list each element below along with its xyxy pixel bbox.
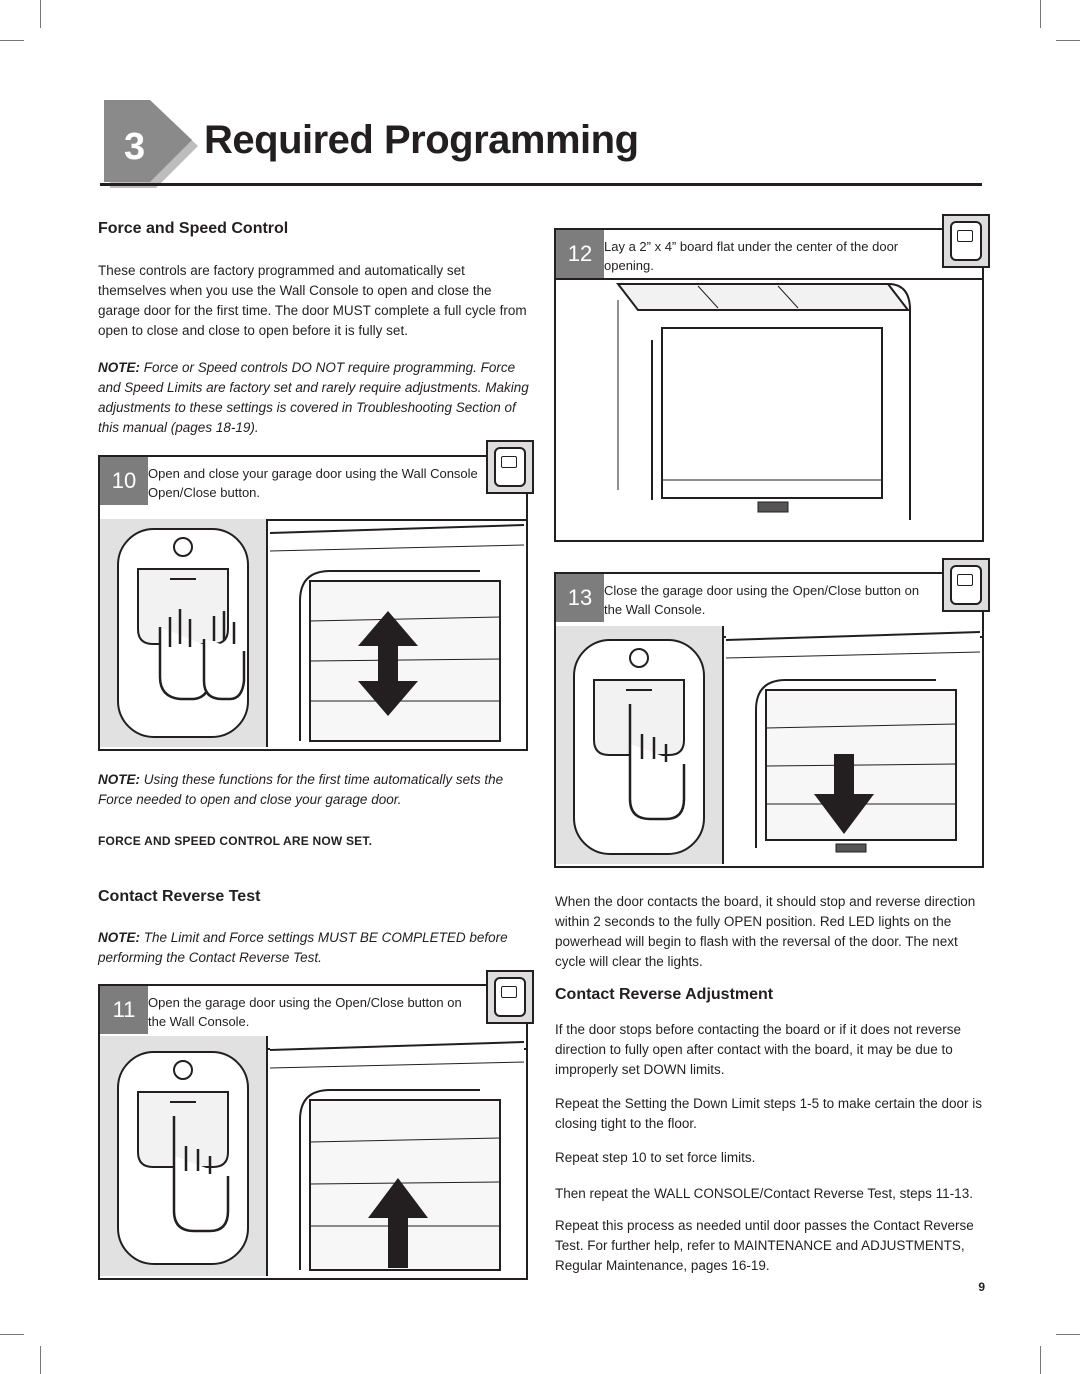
crop-mark <box>1056 40 1080 41</box>
step-header: 10 Open and close your garage door using… <box>100 457 526 521</box>
garage-door-illustration <box>726 628 980 862</box>
step-13-box: 13 Close the garage door using the Open/… <box>554 572 984 868</box>
adjustment-paragraph: If the door stops before contacting the … <box>555 1022 961 1077</box>
step-number: 13 <box>556 574 604 622</box>
step-text: Lay a 2” x 4” board flat under the cente… <box>604 239 899 273</box>
step-text: Open and close your garage door using th… <box>148 466 478 500</box>
note-label: NOTE: <box>98 772 140 787</box>
note-text: Using these functions for the first time… <box>98 772 504 807</box>
force-speed-note-2: NOTE: Using these functions for the firs… <box>98 770 534 810</box>
note-label: NOTE: <box>98 930 140 945</box>
note-text: Force or Speed controls DO NOT require p… <box>98 360 529 435</box>
force-speed-intro: These controls are factory programmed an… <box>98 263 527 338</box>
step-number: 10 <box>100 457 148 505</box>
page-title: Required Programming <box>204 118 639 162</box>
console-tile-icon <box>486 970 534 1024</box>
contact-reverse-heading: Contact Reverse Test <box>98 888 261 905</box>
title-rule <box>100 183 982 186</box>
note-text: The Limit and Force settings MUST BE COM… <box>98 930 508 965</box>
contact-reverse-result: When the door contacts the board, it sho… <box>555 894 976 969</box>
note-label: NOTE: <box>98 360 140 375</box>
step-11-box: 11 Open the garage door using the Open/C… <box>98 984 528 1280</box>
adjustment-paragraph: Repeat the Setting the Down Limit steps … <box>555 1096 982 1131</box>
adjustment-heading: Contact Reverse Adjustment <box>555 986 774 1003</box>
console-tile-icon <box>486 440 534 494</box>
console-tile-icon <box>942 214 990 268</box>
console-panel <box>100 1036 268 1276</box>
garage-board-illustration <box>558 280 980 538</box>
chapter-number: 3 <box>124 126 146 168</box>
crop-mark <box>1040 0 1041 28</box>
garage-door-illustration <box>270 521 524 745</box>
wall-console-icon <box>117 528 249 738</box>
crop-mark <box>1056 1334 1080 1335</box>
wall-console-icon <box>573 639 705 855</box>
console-panel <box>556 626 724 864</box>
contact-reverse-note: NOTE: The Limit and Force settings MUST … <box>98 928 534 968</box>
console-tile-icon <box>942 558 990 612</box>
force-speed-heading: Force and Speed Control <box>98 220 289 237</box>
step-12-box: 12 Lay a 2” x 4” board flat under the ce… <box>554 228 984 542</box>
crop-mark <box>1040 1346 1041 1374</box>
force-speed-note: NOTE: Force or Speed controls DO NOT req… <box>98 358 534 438</box>
chapter-arrow-icon <box>104 100 198 188</box>
adjustment-paragraph: Repeat this process as needed until door… <box>555 1218 974 1273</box>
crop-mark <box>40 0 41 28</box>
crop-mark <box>0 40 24 41</box>
step-text: Close the garage door using the Open/Clo… <box>604 583 920 617</box>
wall-console-icon <box>117 1051 249 1265</box>
force-speed-set-notice: FORCE AND SPEED CONTROL ARE NOW SET. <box>98 834 373 848</box>
adjustment-paragraph: Then repeat the WALL CONSOLE/Contact Rev… <box>555 1186 973 1201</box>
step-number: 11 <box>100 986 148 1034</box>
adjustment-paragraph: Repeat step 10 to set force limits. <box>555 1150 756 1165</box>
page-number: 9 <box>978 1280 985 1294</box>
console-panel <box>100 519 268 747</box>
crop-mark <box>40 1346 41 1374</box>
step-header: 12 Lay a 2” x 4” board flat under the ce… <box>556 230 982 280</box>
crop-mark <box>0 1334 24 1335</box>
garage-door-illustration <box>270 1038 524 1274</box>
step-text: Open the garage door using the Open/Clos… <box>148 995 462 1029</box>
step-10-box: 10 Open and close your garage door using… <box>98 455 528 751</box>
step-number: 12 <box>556 230 604 278</box>
